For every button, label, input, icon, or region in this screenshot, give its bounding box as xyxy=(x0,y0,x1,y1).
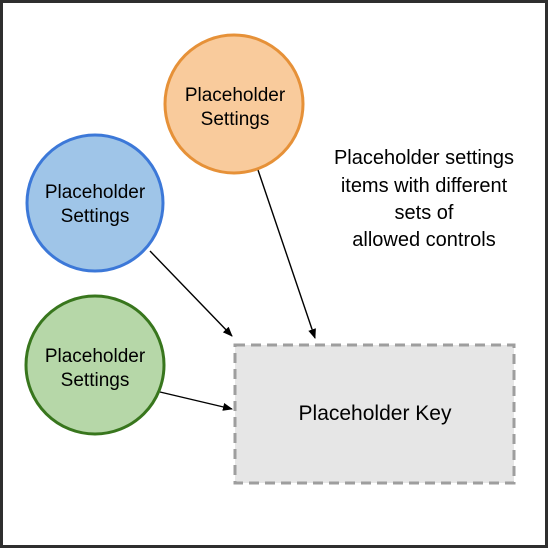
diagram-canvas: Placeholder Key Placeholder Settings Pla… xyxy=(24,33,516,485)
node-green-circle xyxy=(24,294,166,436)
edge-blue-to-key xyxy=(149,250,233,337)
node-orange-label-line2: Settings xyxy=(201,109,270,130)
node-blue-label-line2: Settings xyxy=(61,206,130,227)
edge-green-to-key xyxy=(159,391,233,411)
edge-orange-to-key xyxy=(257,169,316,339)
node-blue-circle xyxy=(25,133,165,273)
node-blue-label-line1: Placeholder xyxy=(45,182,146,203)
node-green-label-line1: Placeholder xyxy=(45,346,146,367)
node-orange-label-line1: Placeholder xyxy=(185,85,286,106)
placeholder-settings-node-orange: Placeholder Settings xyxy=(163,33,305,175)
placeholder-settings-node-green: Placeholder Settings xyxy=(24,294,166,436)
annotation-line1: Placeholder settings xyxy=(334,147,514,169)
key-label: Placeholder Key xyxy=(299,402,452,425)
key-box xyxy=(233,343,516,485)
annotation-line2: items with different xyxy=(341,175,508,197)
node-green-label-line2: Settings xyxy=(61,370,130,391)
placeholder-settings-node-blue: Placeholder Settings xyxy=(25,133,165,273)
annotation: Placeholder settings items with differen… xyxy=(334,147,514,251)
annotation-line3: sets of xyxy=(395,202,454,224)
key-node: Placeholder Key xyxy=(233,343,516,485)
node-orange-circle xyxy=(163,33,305,175)
annotation-line4: allowed controls xyxy=(352,229,495,251)
